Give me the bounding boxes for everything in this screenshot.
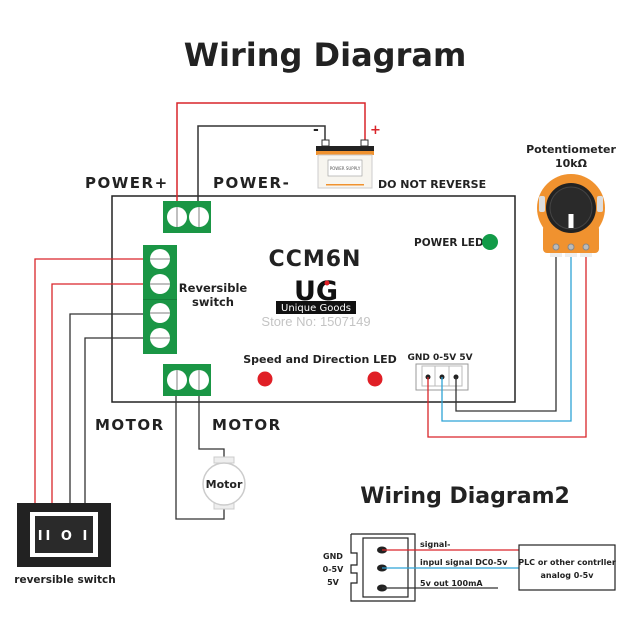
- power-led-label: POWER LED: [414, 237, 484, 249]
- power-minus-wire: [197, 125, 326, 206]
- diagram2-wire-label-3: 5v out 100mA: [420, 579, 483, 588]
- brand-name: Unique Goods: [281, 303, 351, 314]
- pot-header-label: GND 0-5V 5V: [407, 353, 472, 363]
- speed-led-2: [367, 371, 383, 387]
- pot-wire-red: [427, 257, 587, 438]
- motor: [202, 456, 246, 510]
- controller-label-2: analog 0-5v: [541, 571, 595, 580]
- speed-direction-led-label: Speed and Direction LED: [243, 353, 397, 366]
- switch-wire-3: [69, 313, 143, 503]
- switch-wire-4: [84, 337, 143, 503]
- diagram2-wire-label-1: signal-: [420, 540, 450, 549]
- motor-wire-1: [175, 396, 225, 520]
- diagram2-pin-0-5v: 0-5V: [323, 565, 344, 574]
- power-plus-wire: [176, 102, 366, 206]
- switch-glyph: II O I: [38, 529, 91, 544]
- controller-label-1: PLC or other contrller: [518, 558, 616, 567]
- pot-wire-blue: [441, 257, 572, 422]
- brand-name-bg: [276, 301, 356, 314]
- diagram2-pin-gnd: GND: [323, 552, 343, 561]
- power-led: [482, 234, 498, 250]
- power-plus-label: POWER+: [85, 174, 169, 192]
- power-supply-label: POWER SUPPLY: [330, 166, 361, 171]
- store-watermark: Store No: 1507149: [261, 314, 370, 329]
- reversible-switch-label-1: Reversible: [179, 281, 248, 295]
- battery: POWER SUPPLY: [316, 139, 374, 189]
- diagram2-title: Wiring Diagram2: [360, 484, 570, 509]
- motor-label-left: MOTOR: [95, 416, 165, 434]
- diagram2-wire-label-2: inpul signal DC0-5v: [420, 558, 508, 567]
- pot-wire-black: [455, 257, 557, 412]
- switch-wire-2: [51, 283, 143, 503]
- brand-logo-dot: [324, 280, 330, 286]
- motor-terminal-block: [163, 364, 211, 396]
- controller-box: [518, 544, 616, 591]
- motor-body-label: Motor: [206, 478, 243, 491]
- potentiometer-value: 10kΩ: [555, 157, 588, 170]
- main-title: Wiring Diagram: [184, 36, 467, 74]
- battery-plus-label: +: [370, 123, 381, 138]
- speed-led-1: [257, 371, 273, 387]
- switch-wire-1: [34, 258, 143, 503]
- rocker-switch: [17, 503, 111, 567]
- battery-minus-label: -: [313, 122, 319, 138]
- model-label: CCM6N: [269, 247, 362, 272]
- potentiometer: [537, 174, 605, 257]
- reversible-switch-bottom-label: reversible switch: [14, 574, 115, 586]
- power-terminal-block: [163, 201, 211, 233]
- motor-label-right: MOTOR: [212, 416, 282, 434]
- do-not-reverse-label: DO NOT REVERSE: [378, 178, 486, 191]
- motor-wire-2: [198, 396, 225, 459]
- diagram2-pin-5v: 5V: [327, 578, 340, 587]
- power-minus-label: POWER-: [213, 174, 290, 192]
- reversible-switch-label-2: switch: [192, 295, 234, 309]
- potentiometer-label: Potentiometer: [526, 143, 616, 156]
